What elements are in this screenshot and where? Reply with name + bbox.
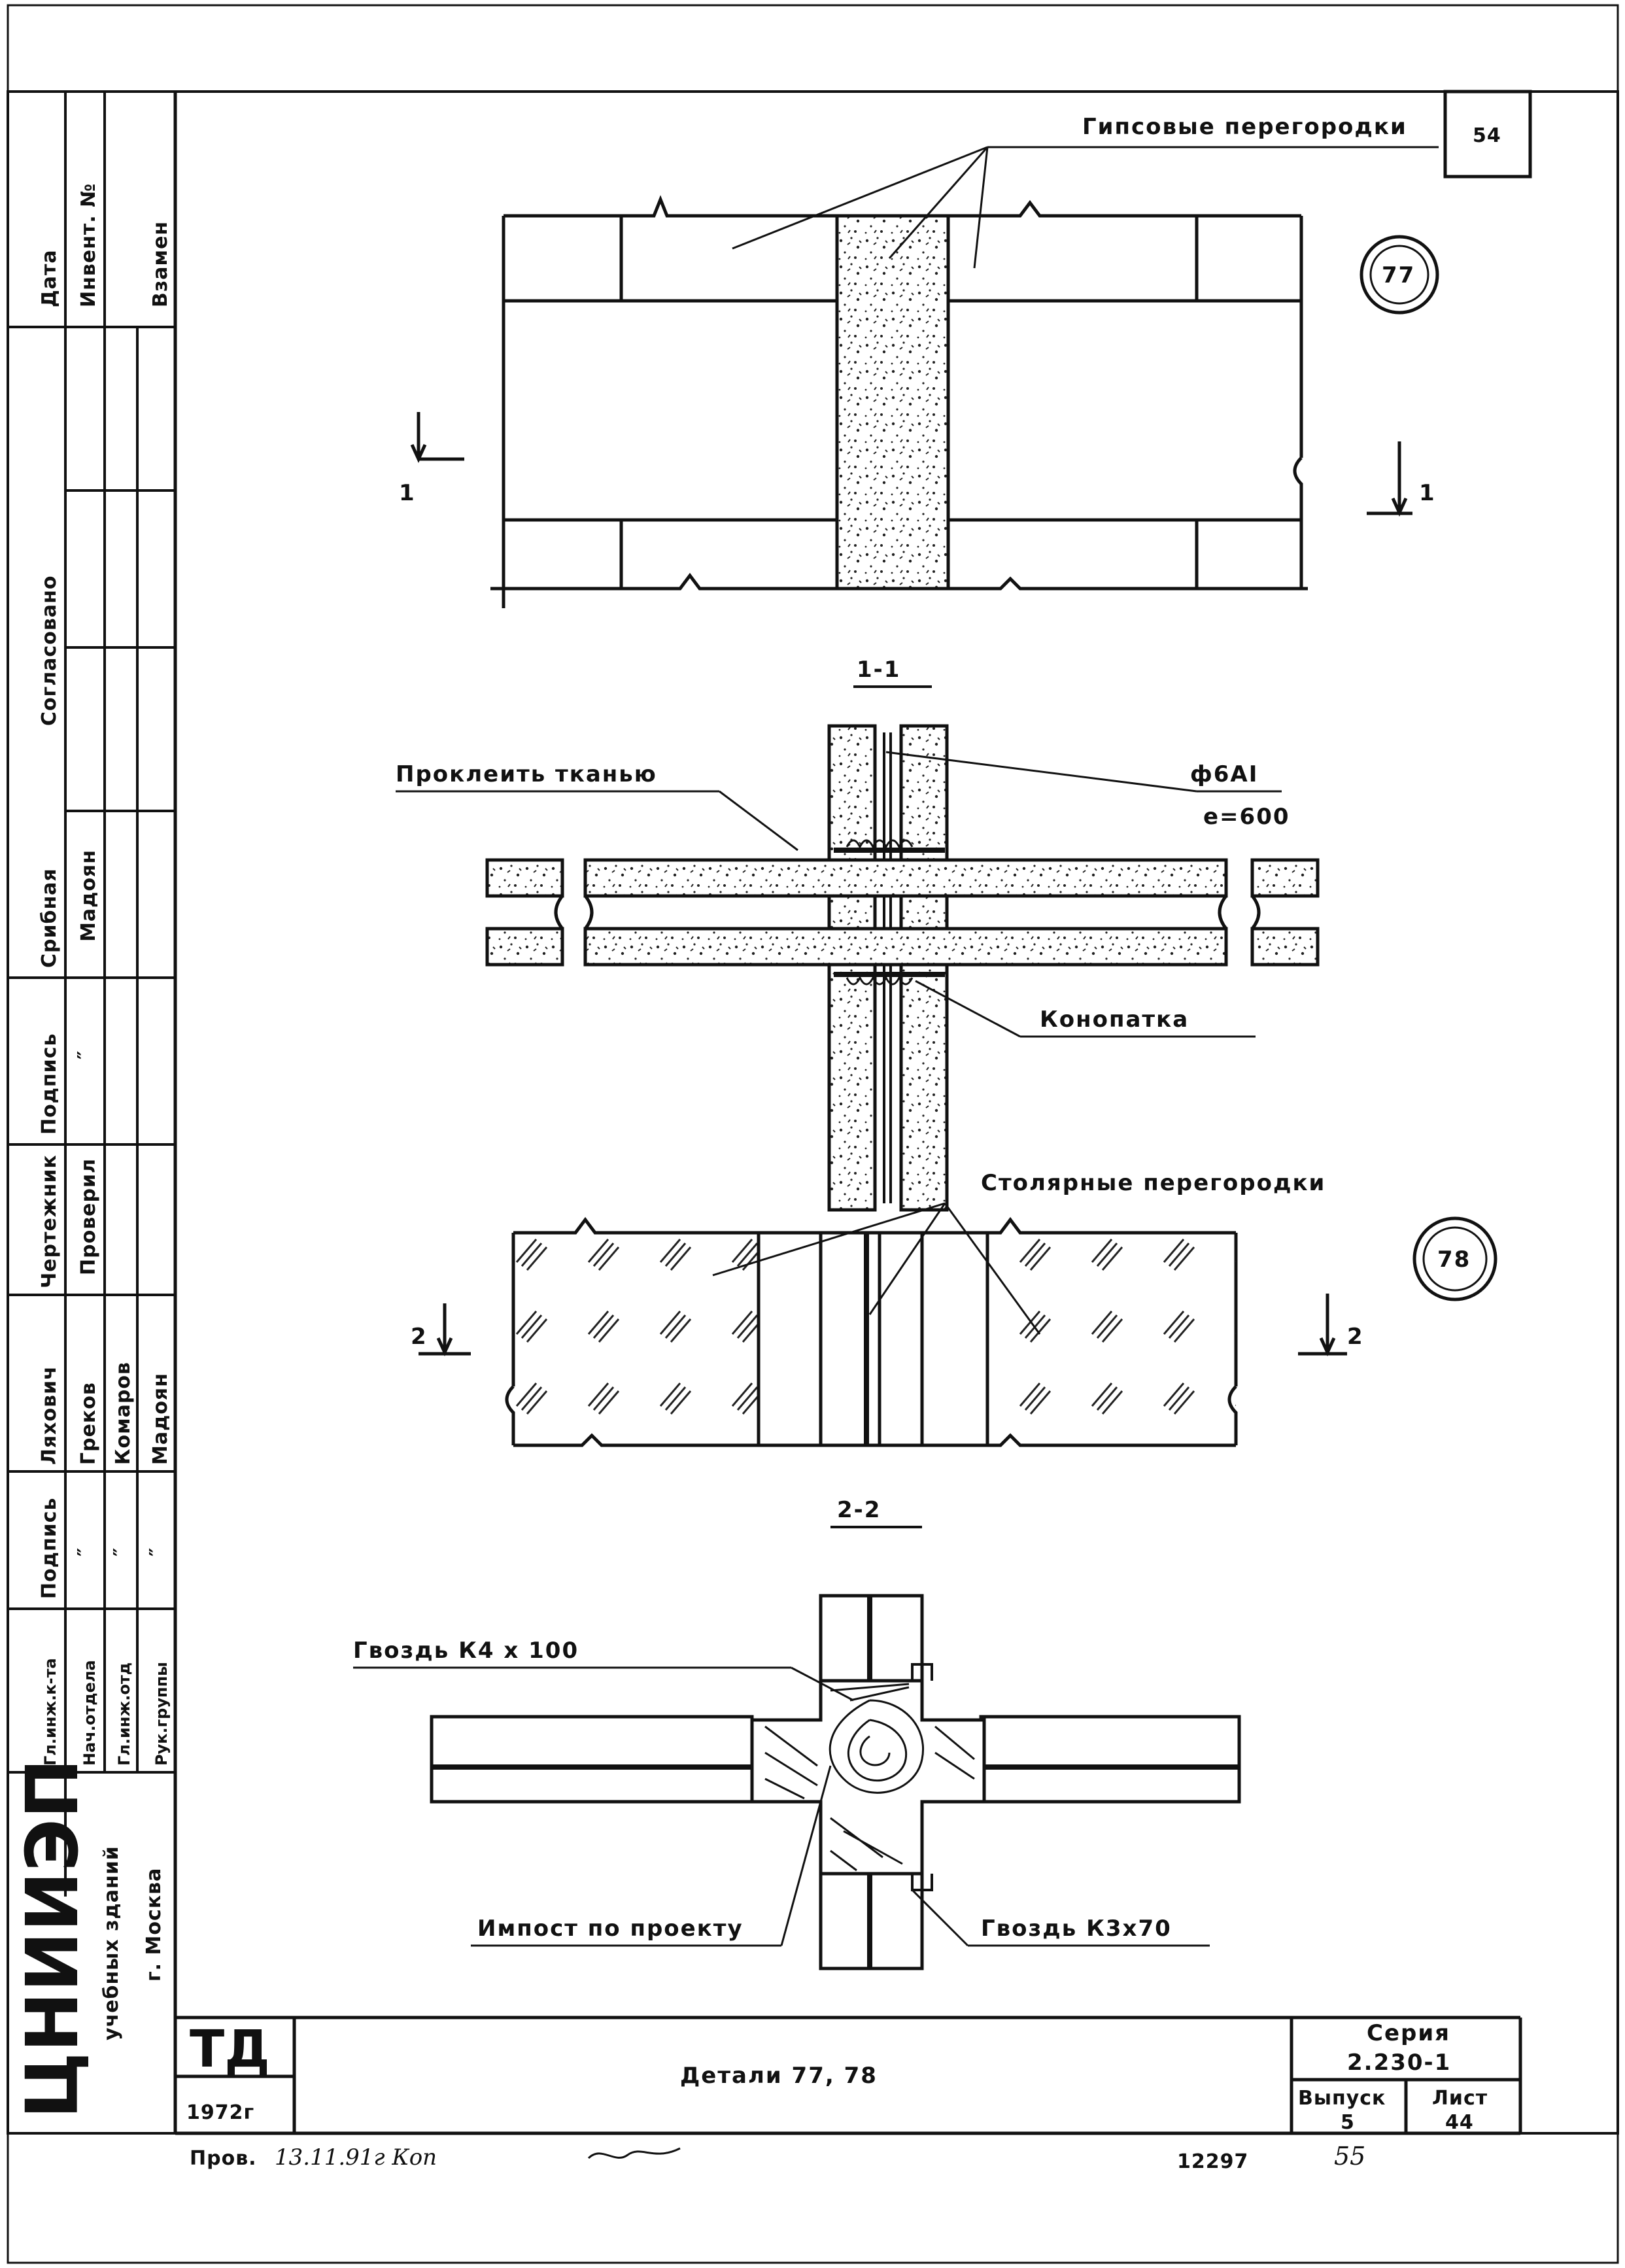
strip-replace: Взамен bbox=[149, 221, 172, 307]
strip-name-mid-2: Греков bbox=[77, 1382, 100, 1465]
section-mark-1-left: 1 bbox=[399, 480, 416, 506]
label-caulk: Конопатка bbox=[1040, 1006, 1189, 1033]
strip-role-mid-2: Проверил bbox=[77, 1158, 100, 1275]
section-1-1-label: 1-1 bbox=[857, 657, 900, 683]
section-2-2-drawing bbox=[353, 1594, 1241, 1970]
title-main: Детали 77, 78 bbox=[680, 2063, 878, 2089]
label-rebar: ф6АI bbox=[1190, 761, 1258, 787]
org-city: г. Москва bbox=[143, 1868, 165, 1982]
detail-77-marker: 77 bbox=[1360, 235, 1439, 315]
strip-name-top-1: Срибная bbox=[38, 868, 61, 968]
strip-signature-header: Подпись bbox=[38, 1033, 61, 1135]
title-block bbox=[175, 2016, 1522, 2135]
section-1-1-title: 1-1 bbox=[853, 657, 932, 688]
strip-inventory: Инвент. № bbox=[77, 183, 100, 307]
title-code: ТД bbox=[190, 2020, 270, 2079]
series-value: 2.230-1 bbox=[1347, 2050, 1451, 2076]
section-mark-2-left: 2 bbox=[411, 1324, 428, 1350]
page-number-top: 54 bbox=[1473, 124, 1501, 147]
detail-78-marker: 78 bbox=[1412, 1216, 1497, 1301]
strip-ditto-2: ″ bbox=[74, 1547, 97, 1556]
marker-77: 77 bbox=[1382, 262, 1415, 288]
footer: Пров. 13.11.91г Коп 12297 55 bbox=[190, 2142, 1365, 2173]
strip-role-low-3: Гл.инж.отд bbox=[115, 1662, 133, 1766]
strip-ditto-1: ″ bbox=[74, 1050, 97, 1059]
signature-scribble bbox=[587, 2147, 681, 2159]
section-2-2-labels: Гвоздь К4 х 100 Импост по проекту Гвоздь… bbox=[353, 1638, 1172, 1942]
org-subtitle: учебных зданий bbox=[100, 1846, 123, 2040]
issue-value: 5 bbox=[1341, 2111, 1355, 2134]
label-gypsum-partitions: Гипсовые перегородки bbox=[1082, 114, 1407, 140]
section-mark-1-right: 1 bbox=[1419, 480, 1436, 506]
strip-name-mid-1: Ляхович bbox=[38, 1366, 61, 1465]
title-year: 1972г bbox=[186, 2101, 254, 2124]
checked-note: Пров. bbox=[190, 2147, 257, 2170]
label-joinery-partitions: Столярные перегородки bbox=[981, 1170, 1326, 1196]
strip-name-mid-3: Комаров bbox=[112, 1362, 135, 1465]
marker-78: 78 bbox=[1437, 1246, 1471, 1273]
section-1-1-labels: Проклеить тканью ф6АI e=600 Конопатка bbox=[396, 761, 1290, 1033]
strip-signature-header-2: Подпись bbox=[38, 1498, 61, 1599]
strip-role-low-1: Гл.инж.к-та bbox=[41, 1658, 60, 1766]
series-label: Серия bbox=[1367, 2020, 1450, 2046]
strip-role-low-2: Нач.отдела bbox=[80, 1660, 99, 1766]
section-2-2-title: 2-2 bbox=[830, 1497, 922, 1528]
strip-agreed: Согласовано bbox=[38, 576, 61, 726]
page-number-bottom: 55 bbox=[1334, 2142, 1365, 2171]
page-number-box: 54 bbox=[1443, 90, 1532, 179]
label-glue-fabric: Проклеить тканью bbox=[396, 761, 657, 787]
label-impost: Импост по проекту bbox=[477, 1916, 744, 1942]
strip-name-top-2: Мадоян bbox=[77, 850, 100, 942]
left-strip-text: Дата Инвент. № Взамен Согласовано Срибна… bbox=[10, 183, 172, 2119]
section-mark-2-right: 2 bbox=[1347, 1324, 1364, 1350]
strip-role-low-4: Рук.группы bbox=[152, 1662, 171, 1766]
strip-date: Дата bbox=[38, 249, 61, 307]
issue-label: Выпуск bbox=[1298, 2087, 1386, 2110]
detail-78-plan bbox=[419, 1202, 1347, 1447]
label-nail-k4x100: Гвоздь К4 х 100 bbox=[353, 1638, 579, 1664]
inventory-number: 12297 bbox=[1177, 2150, 1248, 2173]
sheet-label: Лист bbox=[1432, 2087, 1488, 2110]
strip-name-mid-4: Мадоян bbox=[149, 1373, 172, 1465]
label-rebar-spacing: e=600 bbox=[1203, 804, 1290, 830]
strip-ditto-4: ″ bbox=[146, 1547, 169, 1556]
sheet-value: 44 bbox=[1445, 2111, 1474, 2134]
detail-77-plan bbox=[410, 146, 1439, 608]
section-1-1-drawing bbox=[396, 724, 1320, 1212]
title-block-text: ТД 1972г Детали 77, 78 Серия 2.230-1 Вып… bbox=[186, 2020, 1488, 2134]
label-nail-k3x70: Гвоздь К3х70 bbox=[981, 1916, 1172, 1942]
org-logo: ЦНИИЭП bbox=[10, 1759, 94, 2119]
detail-78-plan-labels: Столярные перегородки 2 2 bbox=[411, 1170, 1364, 1350]
section-2-2-label: 2-2 bbox=[837, 1497, 881, 1523]
sheet-border bbox=[7, 4, 1619, 2264]
strip-ditto-3: ″ bbox=[110, 1547, 133, 1556]
strip-role-mid-1: Чертежник bbox=[38, 1154, 61, 1288]
checked-signature: 13.11.91г Коп bbox=[275, 2144, 437, 2171]
left-strip bbox=[8, 92, 175, 1897]
detail-77-plan-labels: Гипсовые перегородки 1 1 bbox=[399, 114, 1436, 506]
